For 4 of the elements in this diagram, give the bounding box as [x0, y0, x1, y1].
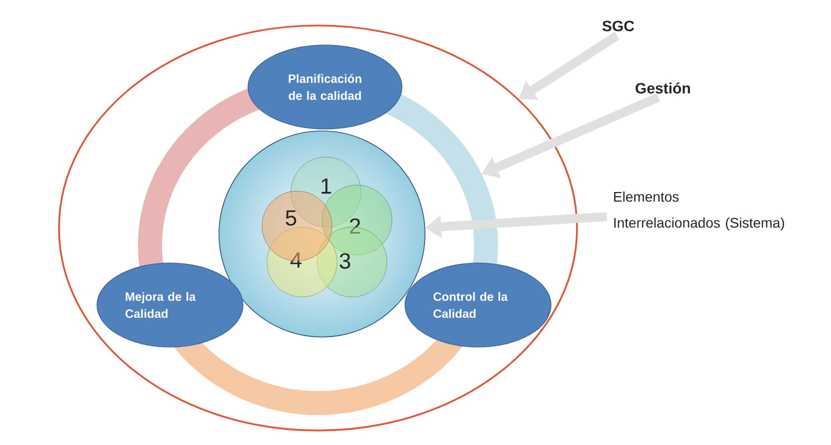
sphere [218, 130, 426, 338]
callout-label: Gestión [636, 82, 690, 94]
callout-label: SGC [602, 20, 634, 32]
callout-label: Elementos Interrelacionados (Sistema) [614, 191, 784, 231]
